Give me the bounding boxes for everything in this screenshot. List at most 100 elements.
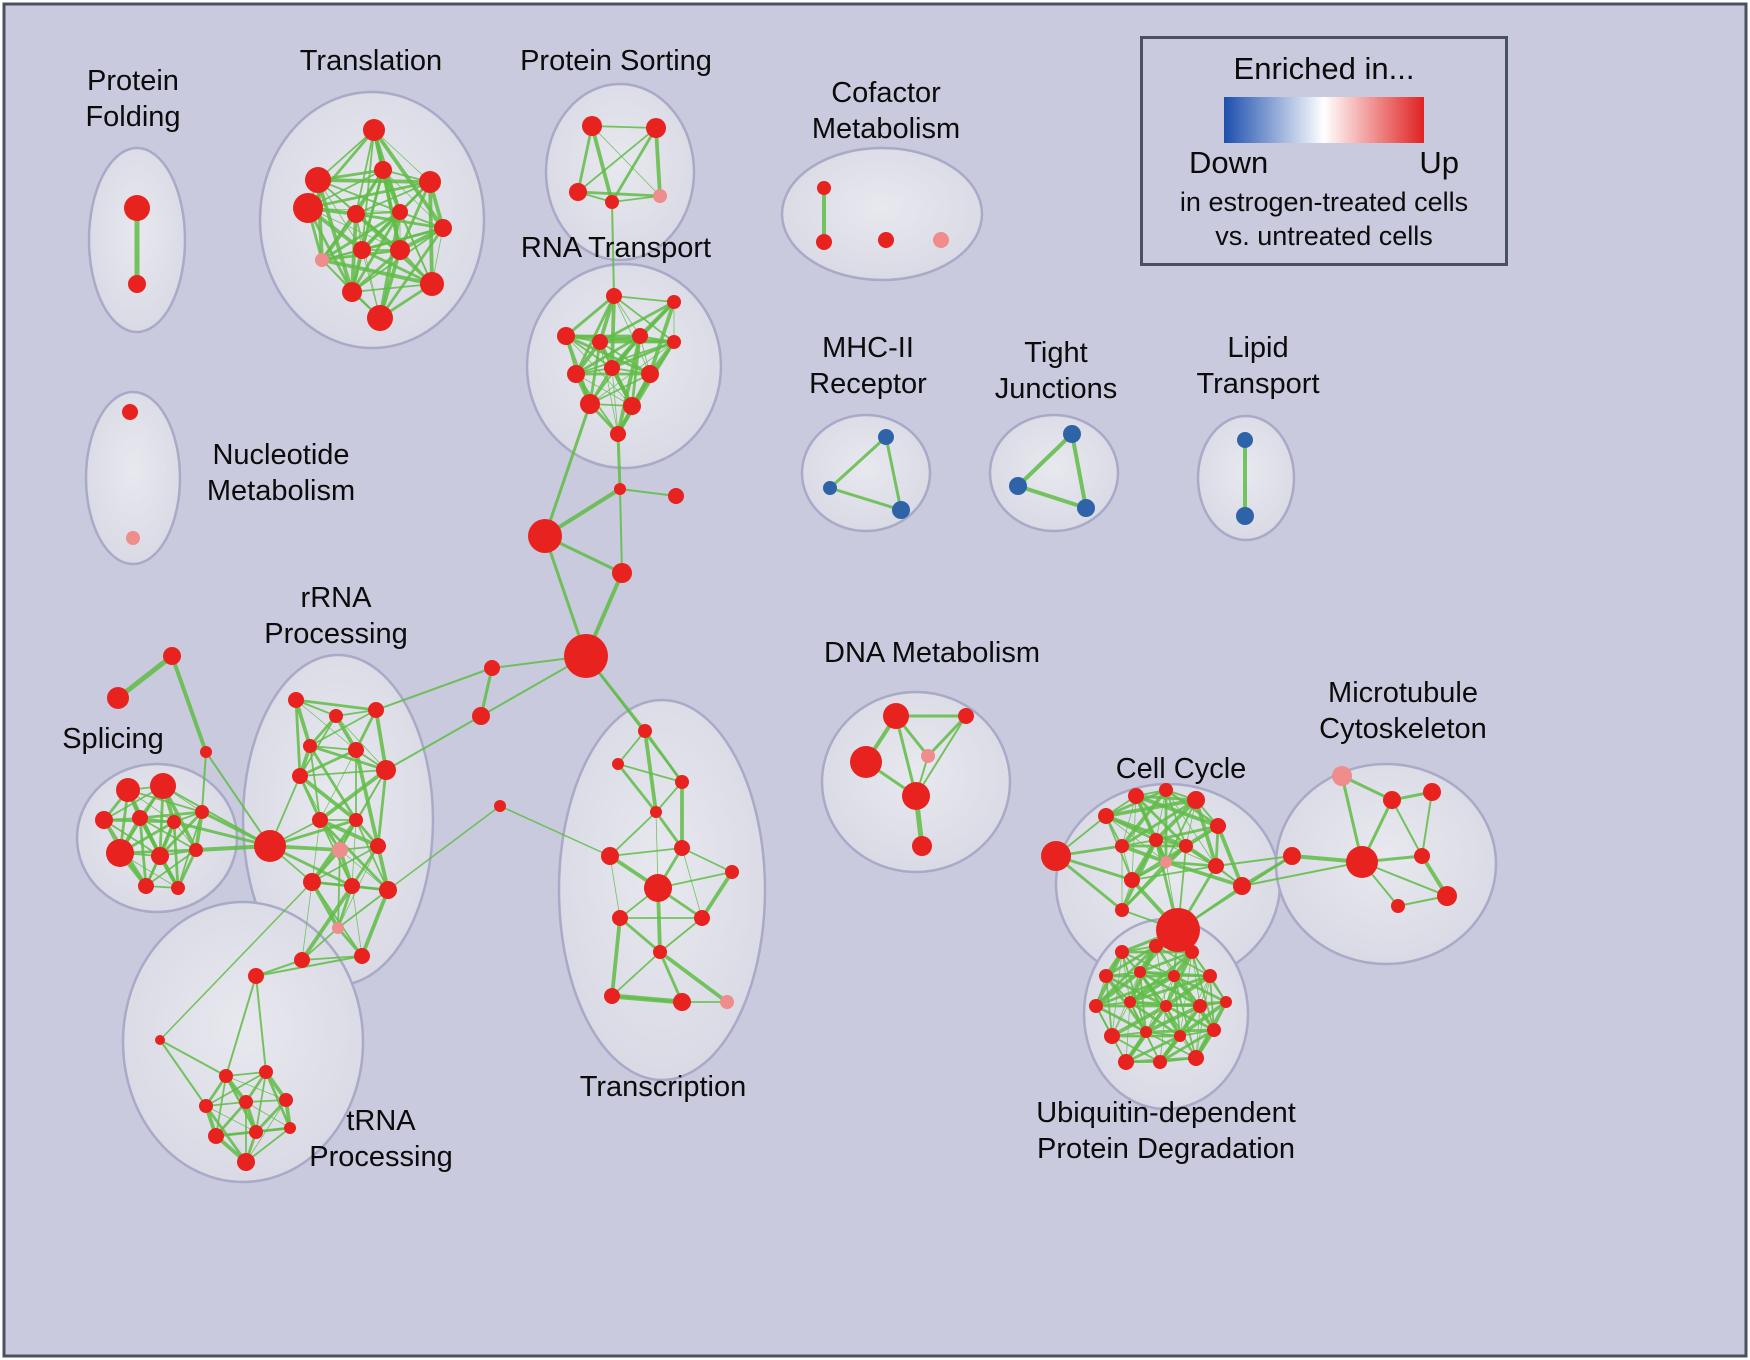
edge [301,927,339,961]
edge [1391,799,1423,857]
node-tn3 [219,1069,233,1083]
node-rt7 [567,365,585,383]
edge [591,125,661,197]
node-tj2 [1009,477,1027,495]
edge [1144,1004,1202,1034]
edge [1105,815,1167,863]
legend-title: Enriched in... [1233,51,1415,86]
node-rr11 [332,842,348,858]
node-sp6 [195,805,209,819]
edge [145,849,197,887]
edge [300,884,354,962]
node-cc8 [1149,833,1163,847]
edge [1110,1004,1168,1038]
edge [103,819,161,857]
edge [245,1101,291,1129]
edge [1421,791,1433,857]
node-rr8 [254,830,286,862]
node-rt9 [641,365,659,383]
node-rr9 [312,812,328,828]
node-rr15 [379,881,397,899]
node-tn11 [237,1153,255,1171]
node-cc6 [1210,818,1226,834]
edge [611,201,615,297]
edge [1165,799,1197,863]
node-tn7 [279,1093,293,1107]
edge [295,699,357,751]
edge [387,805,501,891]
edge [309,745,321,821]
edge [1241,861,1363,887]
cluster-label-rna-transport: RNA Transport [521,232,711,264]
node-rt5 [632,328,648,344]
edge [311,881,363,957]
edge [1154,824,1220,842]
node-rt10 [580,394,600,414]
node-lt1 [1237,432,1253,448]
node-cn5 [564,634,608,678]
node-rr16 [332,922,344,934]
node-rr17 [294,952,310,968]
edge [159,881,313,1041]
edge [350,248,402,294]
edge [1070,432,1088,510]
node-pf1 [124,195,150,221]
edge [1125,1001,1131,1063]
node-tl12 [420,272,444,296]
node-tl2 [305,167,331,193]
edge [591,125,657,129]
node-tn4 [259,1065,273,1079]
cluster-ellipse-cofactor-metabolism [780,146,984,282]
node-tn6 [239,1095,253,1109]
node-cn6 [638,724,652,738]
node-ps2 [646,118,666,138]
edge [316,178,432,184]
edge [659,917,703,953]
legend: Enriched in... Down Up in estrogen-treat… [1140,36,1508,266]
node-ub15 [1174,1030,1186,1042]
edge [361,129,375,251]
node-lt2 [1236,507,1254,525]
edge [1120,798,1198,848]
edge [1016,432,1074,488]
node-nm1 [122,404,138,420]
edge [616,762,658,814]
edge [576,190,662,198]
node-tl7 [392,204,408,220]
edge [215,1075,227,1137]
edge [654,126,662,198]
node-ub2 [1149,939,1163,953]
node-tn10 [284,1122,296,1134]
node-ub5 [1134,966,1146,978]
node-tx8 [612,910,628,926]
node-dm4 [921,749,935,763]
edge [1177,855,1293,931]
node-mh3 [892,501,910,519]
edge [643,729,658,814]
node-tl8 [434,219,452,237]
edge [354,748,380,848]
node-cf1 [817,181,831,195]
edge [355,181,431,215]
node-rt1 [606,288,622,304]
node-tn9 [249,1125,263,1139]
node-ps5 [653,189,667,203]
edge [159,1039,227,1077]
cluster-label-splicing: Splicing [62,723,164,755]
edge [158,810,204,858]
edge [1131,865,1217,881]
cluster-ellipse-rna-transport [525,262,723,470]
cluster-label-lipid-transport: Lipid [1227,332,1288,364]
node-cc10 [1160,856,1172,868]
node-cn7 [484,660,500,676]
edge [610,126,658,204]
node-ub11 [1193,999,1207,1013]
edge [138,810,204,820]
edge [172,820,272,848]
edge [205,1071,267,1107]
edge [308,744,358,822]
edge [1164,974,1212,1008]
edge [127,789,203,813]
node-ps3 [569,183,587,201]
node-cc14 [1156,908,1200,952]
